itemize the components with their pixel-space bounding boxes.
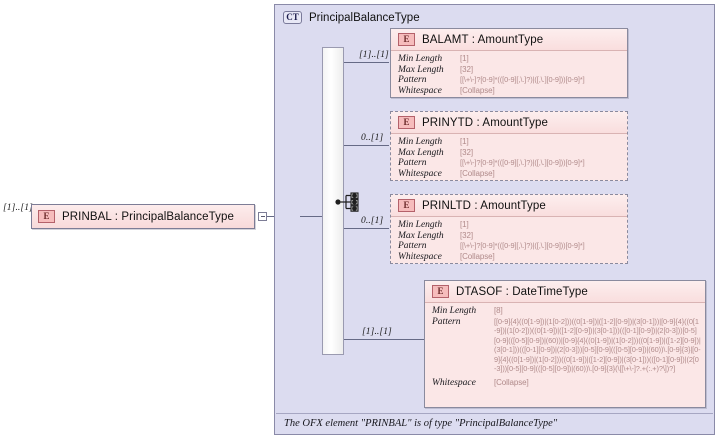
element-header-prinltd: E PRINLTD : AmountType [391,195,627,217]
element-icon: E [398,33,415,46]
facet-row: Max Length [32] [391,65,627,76]
connector-to-dtasof [344,339,424,340]
facet-row: Whitespace [Collapse] [425,378,705,389]
element-box-prinbal[interactable]: E PRINBAL : PrincipalBalanceType [31,204,255,229]
facet-row: Whitespace [Collapse] [391,86,627,97]
facet-row: Pattern [[0-9]{4}((0[1-9])|(1[0-2]))((0[… [425,317,705,375]
facet-label: Pattern [398,75,427,85]
complextype-header: CT PrincipalBalanceType [283,11,420,24]
element-box-balamt[interactable]: E BALAMT : AmountType Min Length [1] Max… [390,28,628,98]
facet-value: [[\+\-]?[0-9]*(([0-9][,\.]?)|([,\.][0-9]… [460,241,585,250]
facet-label: Max Length [398,64,444,75]
element-box-prinytd[interactable]: E PRINYTD : AmountType Min Length [1] Ma… [390,111,628,181]
element-title-prinltd: PRINLTD : AmountType [422,199,546,212]
element-title-prinytd: PRINYTD : AmountType [422,116,548,129]
connector-to-balamt [344,62,389,63]
element-title-balamt: BALAMT : AmountType [422,33,544,46]
element-icon: E [38,210,55,223]
facet-label: Max Length [398,147,444,158]
facet-value: [Collapse] [460,251,495,261]
connector-prinbal-to-type [267,216,275,217]
facet-value: [32] [460,147,473,157]
facet-label: Min Length [432,306,477,316]
facet-value: [[0-9]{4}((0[1-9])|(1[0-2]))((0[1-9])|([… [494,316,701,374]
facet-list-balamt: Min Length [1] Max Length [32] Pattern [… [391,51,627,99]
facet-value: [32] [460,64,473,74]
cardinality-prinltd: 0..[1] [361,216,384,226]
element-icon: E [398,116,415,129]
collapse-toggle-prinbal[interactable] [258,212,267,221]
facet-list-dtasof: Min Length [8] Pattern [[0-9]{4}((0[1-9]… [425,303,705,392]
facet-row: Whitespace [Collapse] [391,252,627,263]
cardinality-dtasof: [1]..[1] [362,327,392,337]
facet-value: [1] [460,54,469,63]
facet-row: Max Length [32] [391,231,627,242]
facet-label: Whitespace [432,378,476,389]
element-icon: E [432,285,449,298]
connector-type-to-sequence [300,216,322,217]
cardinality-balamt: [1]..[1] [359,50,389,60]
facet-label: Whitespace [398,251,442,262]
facet-label: Min Length [398,137,443,147]
complextype-icon: CT [283,11,302,24]
facet-list-prinytd: Min Length [1] Max Length [32] Pattern [… [391,134,627,182]
connector-to-prinltd [344,228,389,229]
facet-value: [[\+\-]?[0-9]*(([0-9][,\.]?)|([,\.][0-9]… [460,158,585,167]
facet-row: Max Length [32] [391,148,627,159]
facet-value: [8] [494,306,503,315]
element-header-balamt: E BALAMT : AmountType [391,29,627,51]
facet-row: Pattern [[\+\-]?[0-9]*(([0-9][,\.]?)|([,… [391,158,627,169]
element-header-dtasof: E DTASOF : DateTimeType [425,281,705,303]
complextype-footer-note: The OFX element "PRINBAL" is of type "Pr… [276,413,713,433]
element-header-prinbal: E PRINBAL : PrincipalBalanceType [32,205,254,228]
element-title-dtasof: DTASOF : DateTimeType [456,285,588,298]
facet-value: [Collapse] [460,168,495,178]
cardinality-prinytd: 0..[1] [361,133,384,143]
facet-row: Min Length [1] [391,137,627,148]
facet-row: Min Length [1] [391,220,627,231]
element-box-dtasof[interactable]: E DTASOF : DateTimeType Min Length [8] P… [424,280,706,408]
facet-label: Max Length [398,230,444,241]
element-title-prinbal: PRINBAL : PrincipalBalanceType [62,210,234,223]
facet-label: Min Length [398,220,443,230]
facet-value: [Collapse] [460,85,495,95]
connector-to-prinytd [344,145,389,146]
facet-row: Pattern [[\+\-]?[0-9]*(([0-9][,\.]?)|([,… [391,241,627,252]
element-box-prinltd[interactable]: E PRINLTD : AmountType Min Length [1] Ma… [390,194,628,264]
facet-row: Min Length [8] [425,306,705,317]
facet-list-prinltd: Min Length [1] Max Length [32] Pattern [… [391,217,627,265]
facet-value: [1] [460,220,469,229]
element-icon: E [398,199,415,212]
facet-label: Pattern [432,316,461,327]
facet-label: Whitespace [398,85,442,96]
facet-row: Min Length [1] [391,54,627,65]
element-header-prinytd: E PRINYTD : AmountType [391,112,627,134]
facet-value: [Collapse] [494,378,529,388]
facet-value: [32] [460,230,473,240]
facet-row: Whitespace [Collapse] [391,169,627,180]
sequence-bar[interactable] [322,47,344,355]
facet-value: [[\+\-]?[0-9]*(([0-9][,\.]?)|([,\.][0-9]… [460,75,585,84]
facet-label: Pattern [398,158,427,168]
facet-row: Pattern [[\+\-]?[0-9]*(([0-9][,\.]?)|([,… [391,75,627,86]
facet-label: Pattern [398,241,427,251]
root-cardinality-label: [1]..[1] [3,203,33,213]
facet-label: Whitespace [398,168,442,179]
facet-label: Min Length [398,54,443,64]
facet-value: [1] [460,137,469,146]
sequence-icon [335,192,359,212]
complextype-title: PrincipalBalanceType [309,11,420,24]
